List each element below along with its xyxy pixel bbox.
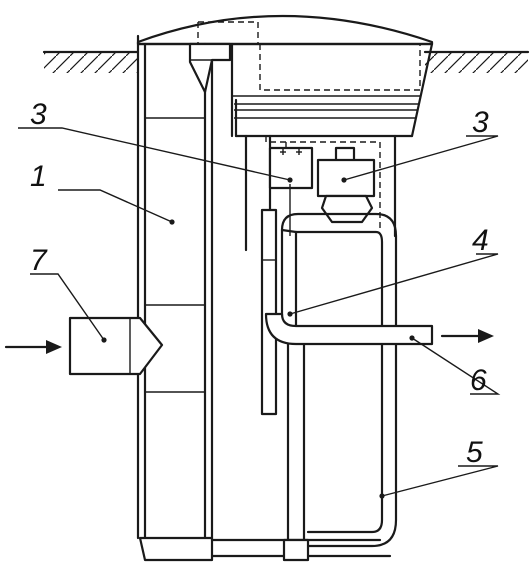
sump-bottom (138, 536, 392, 562)
label-1: 1 (30, 160, 47, 193)
outlet-pipe (264, 312, 434, 346)
label-5: 5 (466, 436, 483, 469)
ground-right (423, 50, 530, 73)
pipe-loop (280, 212, 398, 562)
main-column (136, 34, 232, 540)
upper-housing (136, 21, 434, 138)
ground-left (42, 50, 140, 73)
inlet-pipe (68, 316, 164, 376)
label-4: 4 (472, 224, 489, 257)
label-7: 7 (30, 244, 48, 277)
inlet-arrow (4, 340, 62, 354)
solenoid-valve (316, 146, 376, 224)
label-3-left: 3 (30, 98, 47, 131)
leader-dots (101, 177, 415, 499)
label-3-right: 3 (472, 106, 489, 139)
label-6: 6 (470, 364, 487, 397)
outlet-arrow (440, 329, 494, 343)
leader-lines (18, 127, 501, 497)
float-rod (260, 208, 278, 416)
dome-lid (136, 14, 434, 46)
